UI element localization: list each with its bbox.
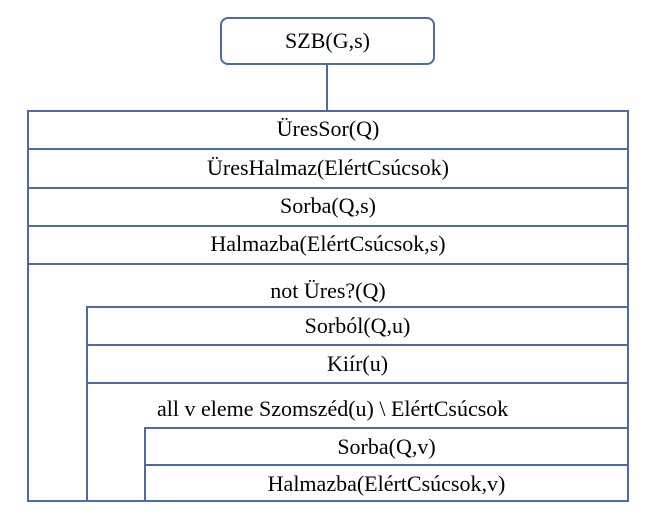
outer-frame-left bbox=[27, 110, 29, 502]
outer-loop-condition: not Üres?(Q) bbox=[270, 278, 386, 303]
connector-line bbox=[326, 65, 328, 111]
outer-frame-top bbox=[27, 110, 629, 112]
row-separator-2 bbox=[27, 187, 629, 189]
outer-loop-row-separator-2 bbox=[86, 382, 629, 384]
inner-loop-body-top bbox=[144, 427, 629, 429]
statement-dequeue-u: Sorból(Q,u) bbox=[304, 313, 411, 338]
outer-loop-body-top bbox=[86, 306, 629, 308]
inner-loop-row-separator bbox=[144, 464, 629, 466]
statement-enqueue-s: Sorba(Q,s) bbox=[280, 193, 376, 218]
outer-frame-bottom bbox=[27, 500, 629, 502]
statement-add-to-set-s: Halmazba(ElértCsúcsok,s) bbox=[210, 231, 446, 256]
inner-loop-condition: all v eleme Szomszéd(u) \ ElértCsúcsok bbox=[157, 396, 509, 421]
statement-empty-set: ÜresHalmaz(ElértCsúcsok) bbox=[207, 155, 449, 180]
function-header-box: SZB(G,s) bbox=[220, 17, 435, 65]
outer-loop-body-left bbox=[86, 306, 88, 502]
statement-add-to-set-v: Halmazba(ElértCsúcsok,v) bbox=[267, 471, 506, 496]
row-separator-4 bbox=[27, 263, 629, 265]
outer-loop-row-separator-1 bbox=[86, 344, 629, 346]
function-signature: SZB(G,s) bbox=[285, 28, 370, 53]
row-separator-1 bbox=[27, 148, 629, 150]
statement-print-u: Kiír(u) bbox=[326, 351, 389, 376]
statement-empty-queue: ÜresSor(Q) bbox=[276, 116, 380, 141]
row-separator-3 bbox=[27, 225, 629, 227]
statement-enqueue-v: Sorba(Q,v) bbox=[337, 434, 436, 459]
